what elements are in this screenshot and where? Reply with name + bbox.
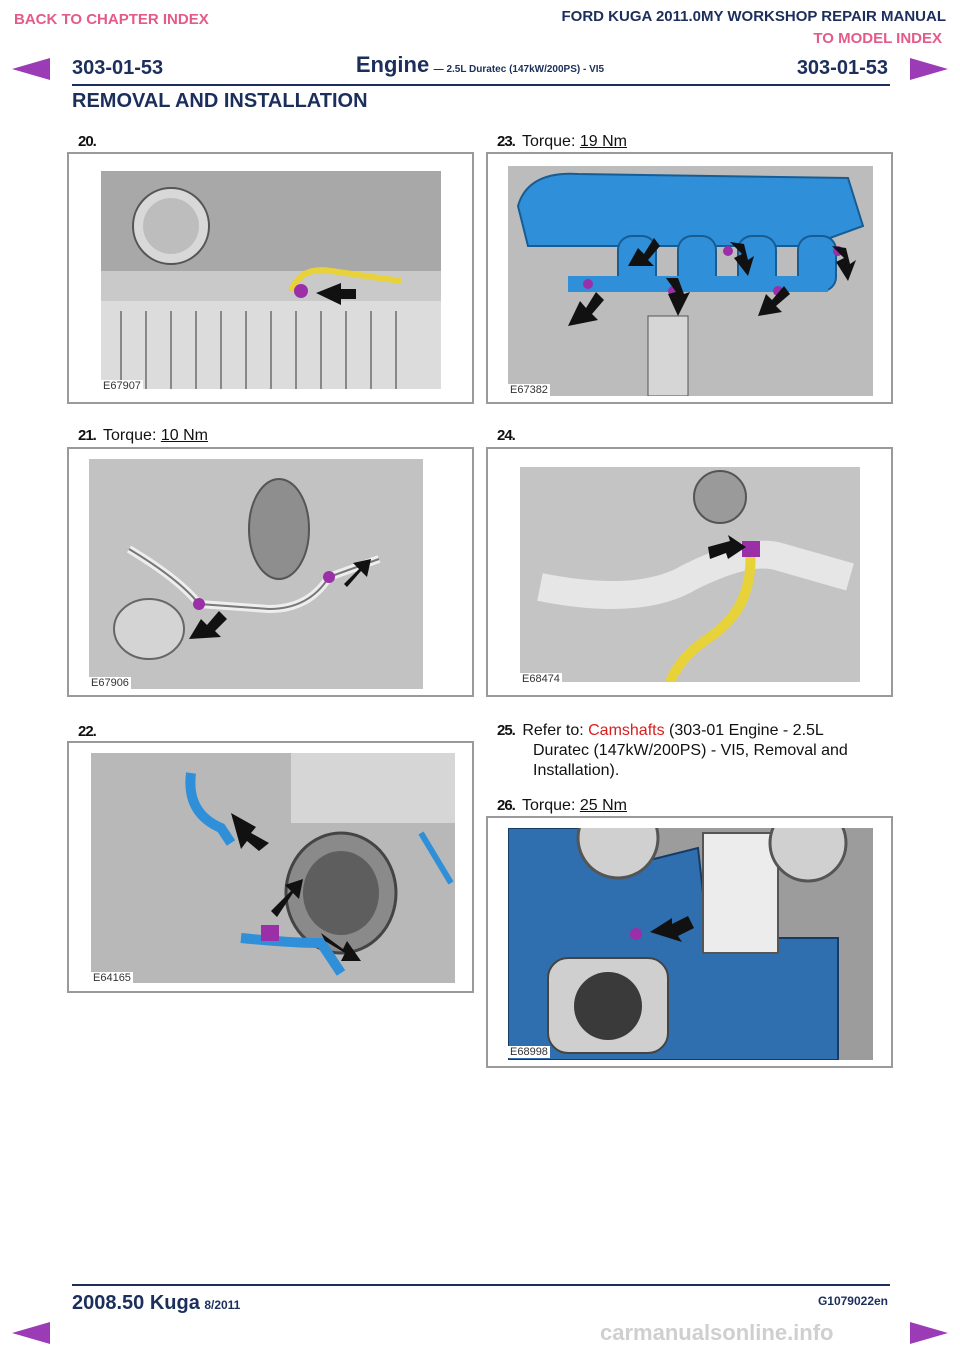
footer-doc-code: G1079022en xyxy=(817,1294,888,1308)
step-22: 22. xyxy=(78,722,99,742)
footer-rule xyxy=(72,1284,890,1286)
step-number: 26. xyxy=(497,797,516,814)
manual-title: FORD KUGA 2011.0MY WORKSHOP REPAIR MANUA… xyxy=(561,8,947,25)
step-number: 20. xyxy=(78,133,97,150)
step-21: 21. Torque: 10 Nm xyxy=(78,426,208,446)
step-number: 25. xyxy=(497,722,516,739)
figure-e67382: E67382 xyxy=(486,152,893,404)
to-model-index-link[interactable]: TO MODEL INDEX xyxy=(813,30,942,47)
engine-top-cover-illustration xyxy=(101,171,441,389)
camshafts-link[interactable]: Camshafts xyxy=(588,722,665,739)
figure-code: E64165 xyxy=(91,972,133,984)
reference-text-line-1: (303-01 Engine - 2.5L xyxy=(669,722,824,739)
previous-page-arrow-icon[interactable] xyxy=(12,58,50,80)
page-subtitle: — 2.5L Duratec (147kW/200PS) - VI5 xyxy=(433,64,605,75)
reference-text-line-2: Duratec (147kW/200PS) - VI5, Removal and xyxy=(533,742,848,759)
coolant-hose-illustration xyxy=(520,467,860,682)
figure-code: E67382 xyxy=(508,384,550,396)
back-to-chapter-index-link[interactable]: BACK TO CHAPTER INDEX xyxy=(14,11,209,28)
refer-to-label: Refer to: xyxy=(522,722,584,739)
step-number: 24. xyxy=(497,427,516,444)
torque-value: 10 Nm xyxy=(160,427,208,444)
step-number: 22. xyxy=(78,723,97,740)
throttle-body-hoses-illustration xyxy=(91,753,455,983)
figure-code: E67907 xyxy=(101,380,143,392)
next-page-arrow-icon[interactable] xyxy=(910,1322,948,1344)
page-code-left: 303-01-53 xyxy=(72,57,164,79)
page-title-engine: Engine xyxy=(355,52,430,77)
footer-model: 2008.50 Kuga 8/2011 xyxy=(72,1292,240,1315)
torque-value: 25 Nm xyxy=(579,797,627,814)
torque-label: Torque: xyxy=(522,133,576,150)
step-25: 25. Refer to: Camshafts (303-01 Engine -… xyxy=(497,721,897,781)
step-number: 21. xyxy=(78,427,97,444)
previous-page-arrow-icon[interactable] xyxy=(12,1322,50,1344)
torque-label: Torque: xyxy=(103,427,157,444)
figure-e68474: E68474 xyxy=(486,447,893,697)
step-23: 23. Torque: 19 Nm xyxy=(497,132,627,152)
figure-code: E67906 xyxy=(89,677,131,689)
torque-label: Torque: xyxy=(522,797,576,814)
engine-side-pipe-illustration xyxy=(89,459,423,689)
torque-value: 19 Nm xyxy=(579,133,627,150)
section-heading: REMOVAL AND INSTALLATION xyxy=(72,90,368,112)
watermark: carmanualsonline.info xyxy=(600,1320,834,1345)
step-24: 24. xyxy=(497,426,518,446)
step-26: 26. Torque: 25 Nm xyxy=(497,796,627,816)
figure-e67906: E67906 xyxy=(67,447,474,697)
footer-date: 8/2011 xyxy=(204,1298,241,1312)
figure-code: E68998 xyxy=(508,1046,550,1058)
figure-e67907: E67907 xyxy=(67,152,474,404)
header-rule xyxy=(72,84,890,86)
page-title: Engine — 2.5L Duratec (147kW/200PS) - VI… xyxy=(0,52,960,78)
figure-e68998: E68998 xyxy=(486,816,893,1068)
step-20: 20. xyxy=(78,132,99,152)
figure-e64165: E64165 xyxy=(67,741,474,993)
figure-code: E68474 xyxy=(520,673,562,685)
intake-manifold-illustration xyxy=(508,166,873,396)
footer-model-name: 2008.50 Kuga xyxy=(72,1292,200,1314)
timing-cover-illustration xyxy=(508,828,873,1060)
step-number: 23. xyxy=(497,133,516,150)
next-page-arrow-icon[interactable] xyxy=(910,58,948,80)
reference-text-line-3: Installation). xyxy=(533,762,620,779)
page-code-right: 303-01-53 xyxy=(796,57,888,79)
